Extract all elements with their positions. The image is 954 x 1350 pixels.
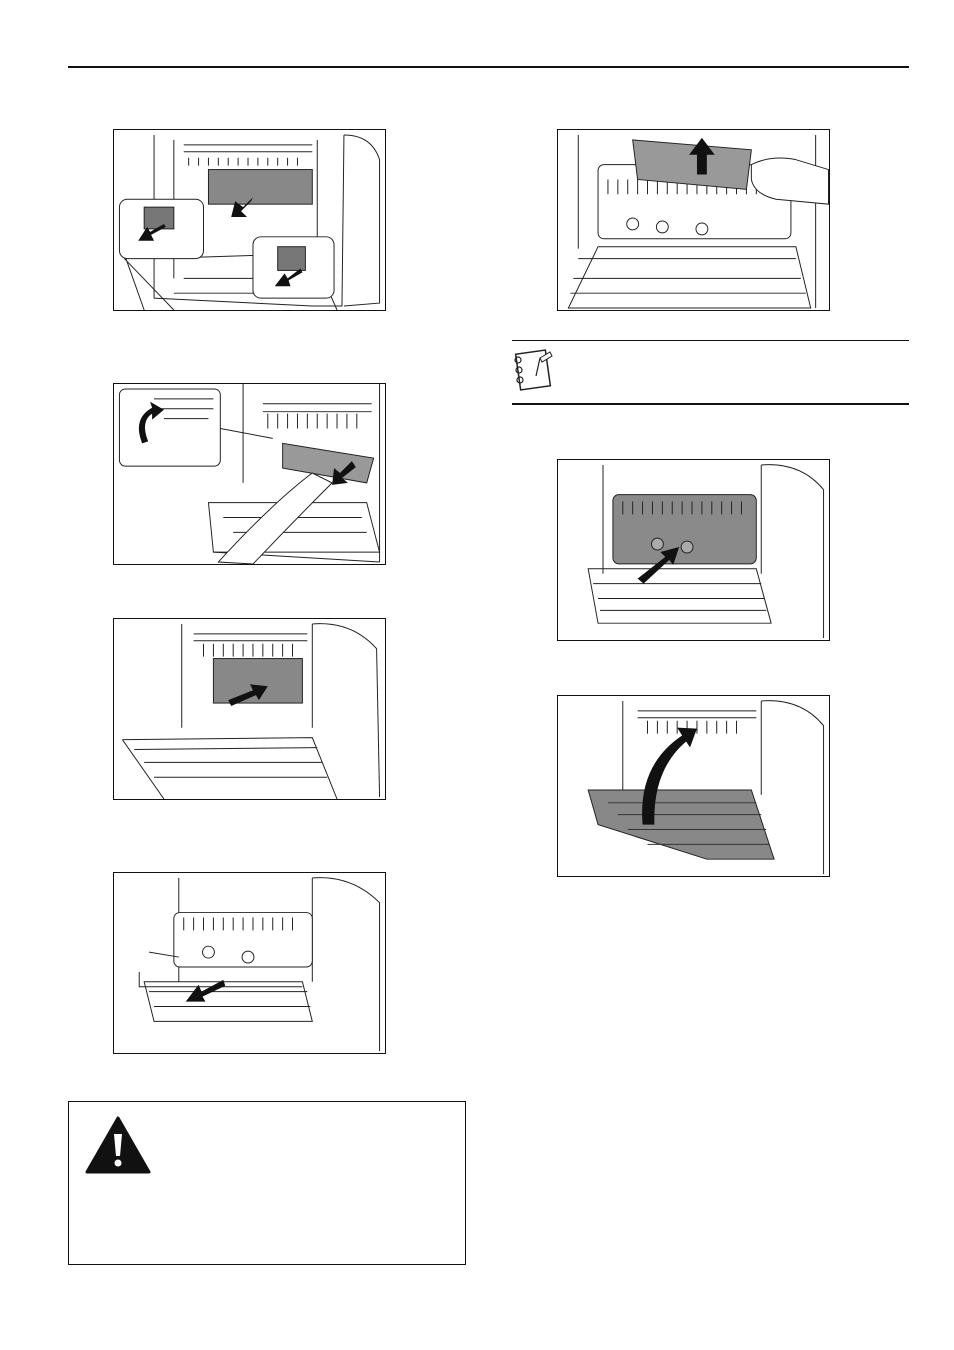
arrow-push-icon bbox=[637, 547, 680, 584]
note-rule-top bbox=[512, 340, 909, 341]
warning-triangle-icon bbox=[85, 1116, 151, 1174]
arrow-up-icon bbox=[689, 137, 715, 175]
arrow-pull-icon bbox=[332, 461, 356, 485]
figure-step3-close-inner-cover bbox=[113, 618, 386, 800]
figure-step5-remove-paper-up bbox=[557, 129, 830, 311]
warning-box bbox=[68, 1101, 466, 1265]
figure-step7-close-rear-cover bbox=[557, 695, 830, 877]
arrow-rotate-icon bbox=[138, 401, 164, 444]
note-rule-bottom bbox=[512, 403, 909, 405]
arrow-pull-icon bbox=[185, 979, 226, 1002]
top-rule bbox=[68, 66, 909, 68]
figure-step1-release-levers bbox=[113, 129, 386, 311]
arrow-pull-icon bbox=[231, 197, 253, 218]
arrow-push-icon bbox=[228, 684, 268, 707]
figure-step4-pull-duplex-unit bbox=[113, 872, 386, 1054]
figure-step6-push-fuser-unit bbox=[557, 459, 830, 641]
arrow-pull-icon bbox=[138, 223, 166, 241]
arrow-pull-icon bbox=[274, 268, 303, 287]
note-pad-icon bbox=[510, 348, 556, 394]
figure-step2-pull-paper bbox=[113, 383, 386, 565]
arrow-curve-up-icon bbox=[642, 727, 697, 825]
